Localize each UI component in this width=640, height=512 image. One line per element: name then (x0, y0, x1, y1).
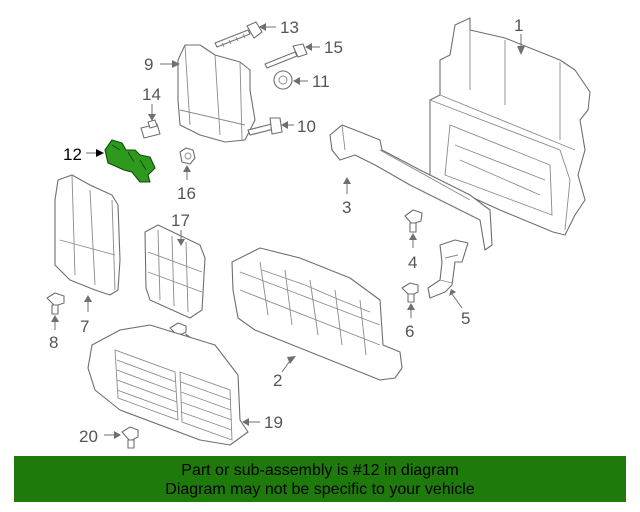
part-19-lower-shutter[interactable] (87, 324, 249, 446)
part-12-bracket-highlighted[interactable] (104, 139, 156, 183)
part-7-side-duct[interactable] (54, 174, 121, 296)
part-13-bolt[interactable] (214, 21, 263, 48)
callout-17: 17 (171, 211, 190, 230)
callout-6: 6 (405, 322, 414, 341)
callout-11: 11 (312, 72, 330, 91)
callout-13: 13 (280, 18, 299, 37)
part-9-air-duct[interactable] (177, 44, 256, 143)
callout-2: 2 (273, 371, 282, 390)
part-10-bolt[interactable] (247, 117, 283, 136)
callout-8: 8 (49, 333, 58, 352)
part-15-bolt[interactable] (264, 43, 308, 69)
banner-line-1: Part or sub-assembly is #12 in diagram (181, 462, 459, 479)
part-20-bolt[interactable] (121, 426, 139, 449)
callout-5: 5 (461, 309, 470, 328)
callout-1: 1 (514, 16, 523, 35)
part-8-bolt[interactable] (46, 292, 65, 315)
callout-14: 14 (142, 85, 161, 104)
callout-19: 19 (264, 413, 283, 432)
part-1-radiator-support[interactable] (429, 17, 591, 236)
callout-12: 12 (63, 145, 82, 164)
callout-3: 3 (342, 198, 351, 217)
callout-20: 20 (79, 427, 98, 446)
callout-9: 9 (144, 55, 153, 74)
part-4-bolt[interactable] (404, 209, 423, 233)
callout-16: 16 (177, 184, 196, 203)
part-16-nut[interactable] (179, 147, 196, 165)
callout-10: 10 (297, 117, 316, 136)
part-14-clip[interactable] (140, 119, 161, 139)
part-3-bracket[interactable] (329, 124, 493, 251)
callout-4: 4 (408, 253, 417, 272)
callout-15: 15 (324, 38, 343, 57)
info-banner: Part or sub-assembly is #12 in diagram D… (14, 456, 626, 502)
callout-7: 7 (80, 317, 89, 336)
banner-line-2: Diagram may not be specific to your vehi… (165, 481, 475, 498)
part-5-bracket[interactable] (427, 239, 469, 299)
part-2-shutter-frame[interactable] (231, 247, 403, 381)
part-6-bolt[interactable] (401, 282, 419, 303)
part-11-washer[interactable] (273, 70, 293, 90)
part-17-grille-panel[interactable] (144, 224, 206, 319)
